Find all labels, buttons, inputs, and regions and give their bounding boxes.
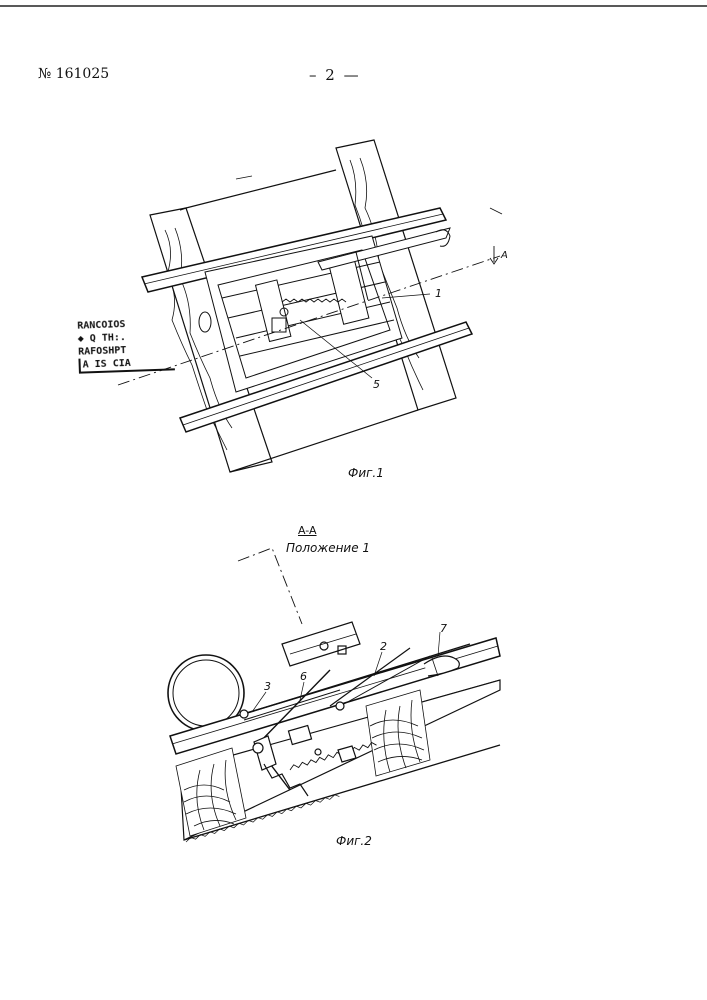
label-part-6: 6	[300, 670, 307, 683]
leader-7	[438, 632, 440, 656]
label-part-3: 3	[264, 680, 271, 693]
label-part-7: 7	[440, 622, 447, 635]
label-part-2: 2	[380, 640, 387, 653]
carriage	[282, 622, 360, 666]
section-cut-line	[238, 548, 302, 624]
sleeper-cross-section-right	[366, 690, 430, 776]
figure-2-caption: Фиг.2	[336, 834, 372, 848]
